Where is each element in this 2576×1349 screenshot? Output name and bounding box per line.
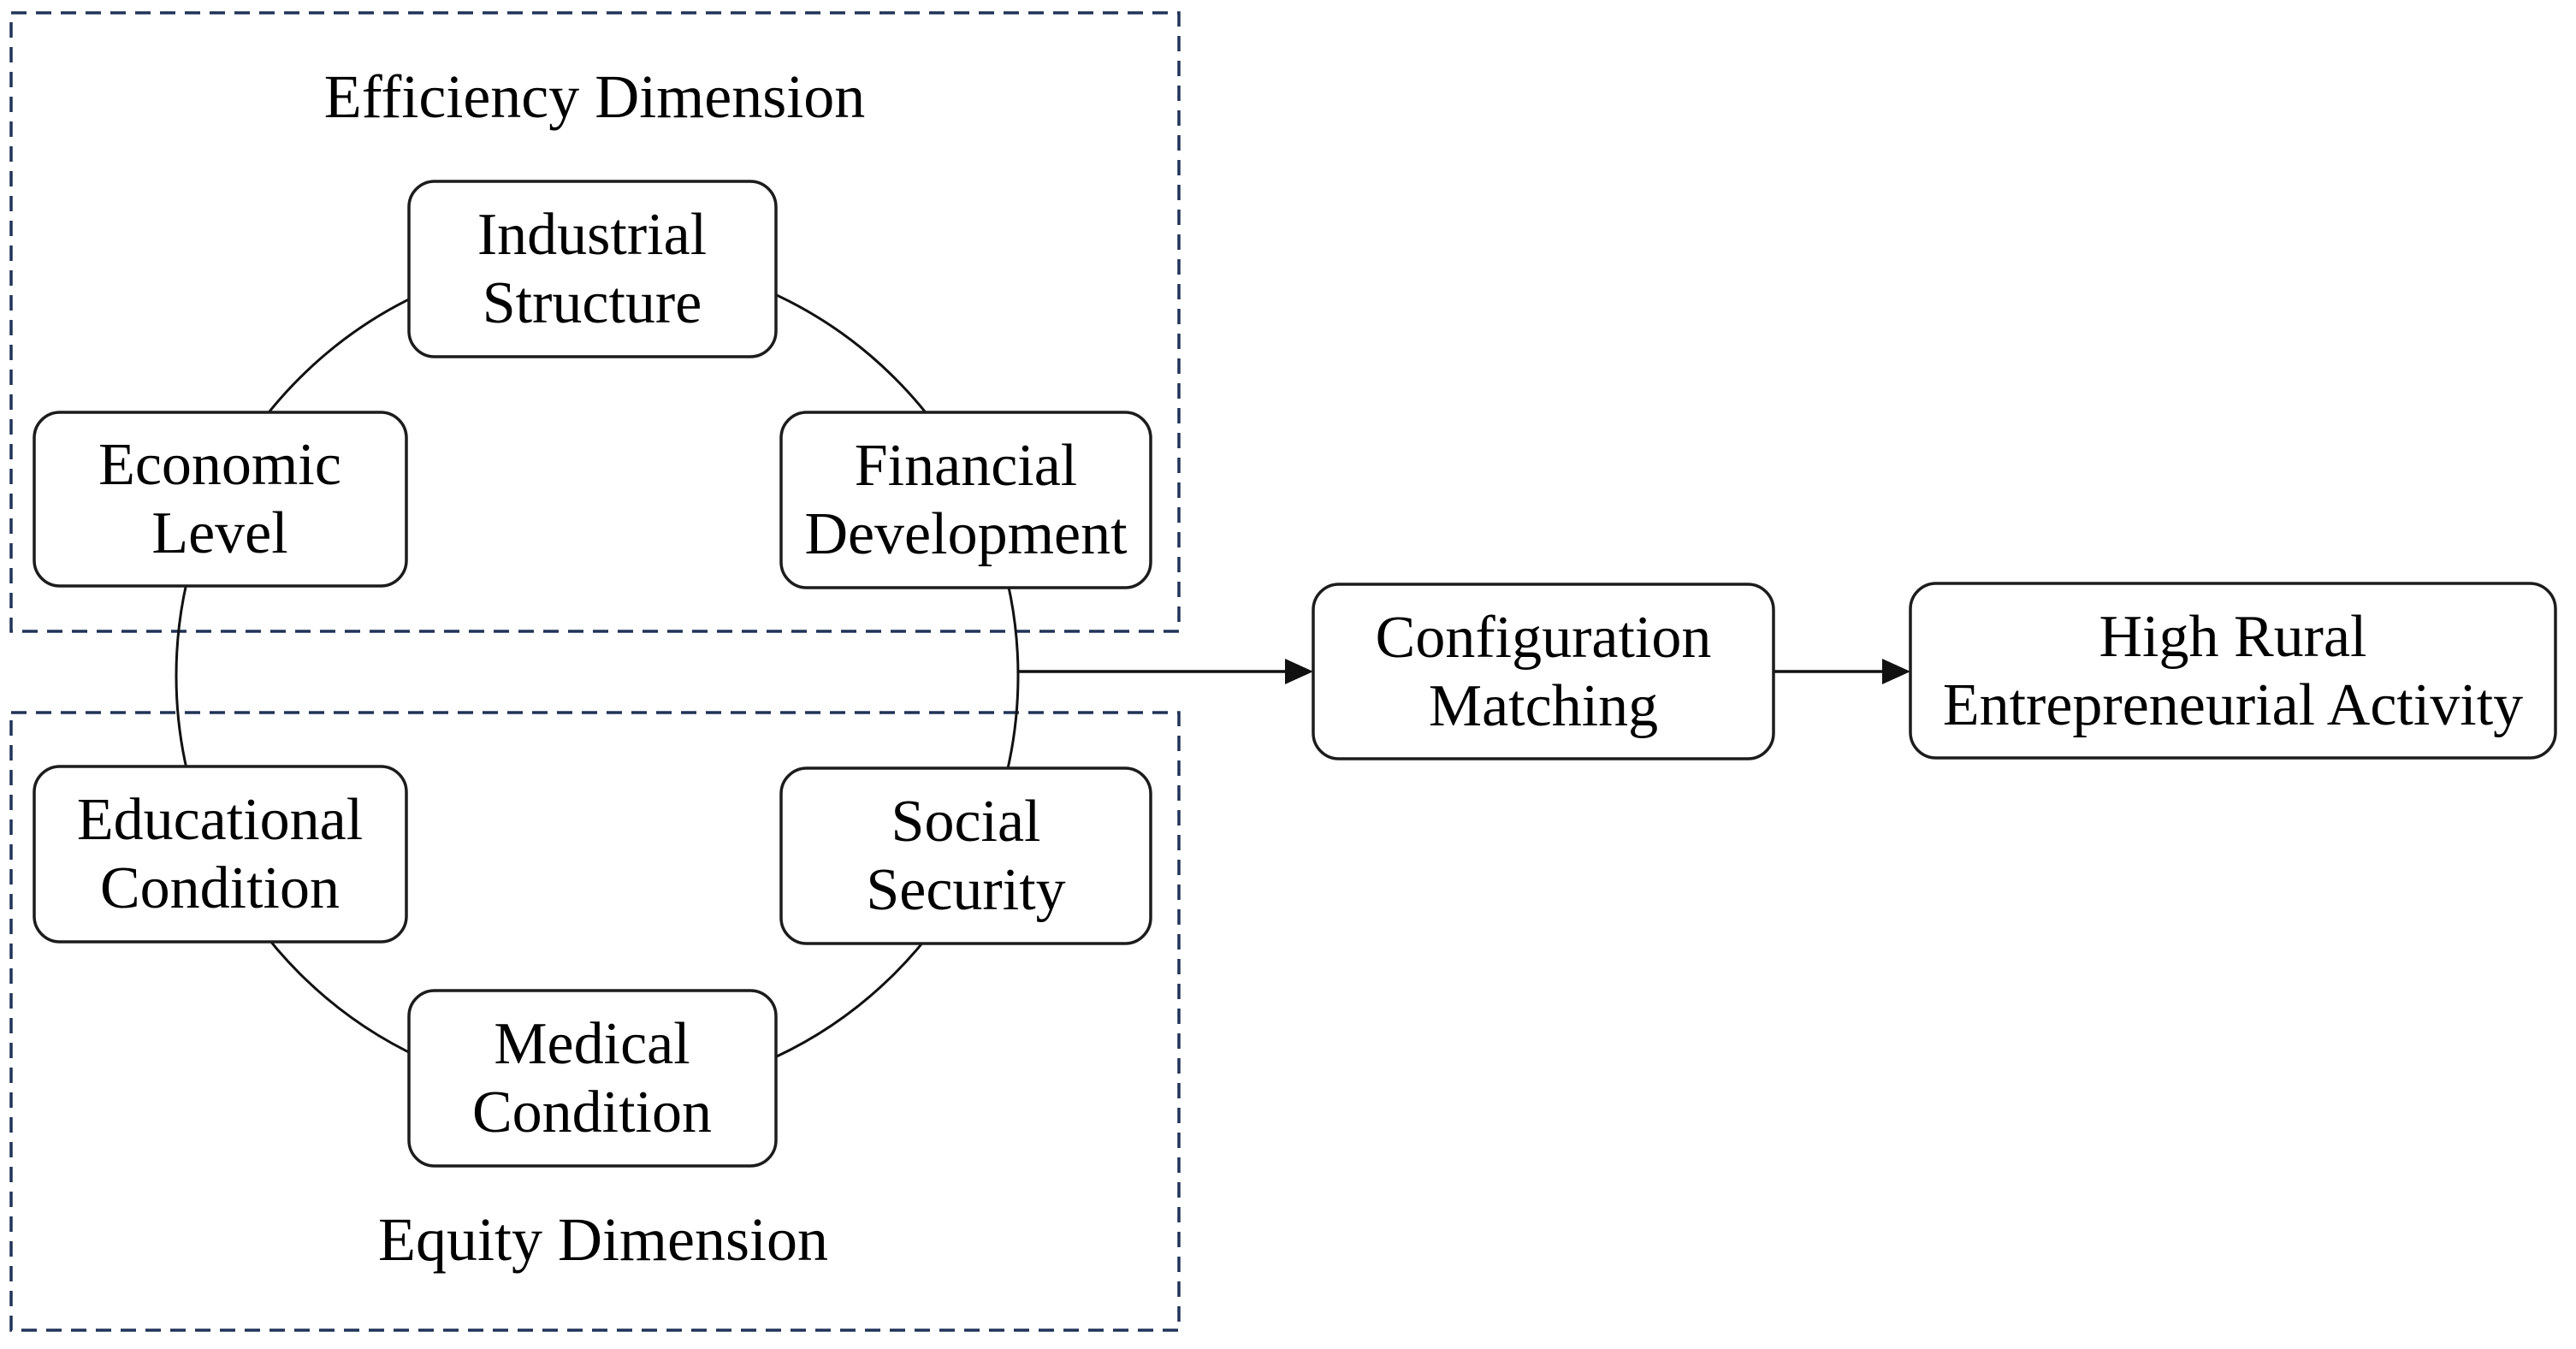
configuration-matching-label-line2: Matching — [1429, 673, 1658, 739]
economic-level-label-line1: Economic — [98, 432, 341, 498]
financial-development-label-line1: Financial — [855, 433, 1077, 499]
financial-development-label-line2: Development — [804, 501, 1128, 567]
social-security-label-line1: Social — [891, 789, 1041, 855]
efficiency-dimension-title: Efficiency Dimension — [324, 62, 866, 131]
factor-ring-connector — [175, 253, 1020, 1098]
economic-level-label-line2: Level — [151, 500, 287, 566]
node-economic-level — [33, 411, 408, 588]
node-high-rural-entrepreneurial-activity — [1909, 582, 2557, 760]
equity-dimension-group — [9, 711, 1181, 1332]
efficiency-dimension-group — [9, 11, 1181, 633]
high-rural-entrepreneurial-activity-label-line2: Entrepreneurial Activity — [1943, 672, 2523, 738]
node-financial-development — [779, 411, 1152, 589]
social-security-label-line2: Security — [866, 857, 1065, 923]
arrowhead-ring-to-configuration — [1285, 659, 1313, 684]
arrowhead-configuration-to-outcome — [1882, 659, 1910, 684]
medical-condition-label-line2: Condition — [472, 1080, 712, 1145]
node-medical-condition — [407, 989, 778, 1168]
educational-condition-label-line1: Educational — [77, 787, 363, 853]
industrial-structure-label-line1: Industrial — [477, 202, 707, 268]
medical-condition-label-line1: Medical — [494, 1011, 690, 1077]
configuration-matching-label-line1: Configuration — [1376, 605, 1712, 671]
node-social-security — [779, 766, 1152, 945]
node-industrial-structure — [407, 180, 778, 358]
high-rural-entrepreneurial-activity-label-line1: High Rural — [2099, 604, 2366, 670]
educational-condition-label-line2: Condition — [100, 855, 340, 921]
node-educational-condition — [33, 765, 408, 944]
node-configuration-matching — [1312, 583, 1775, 760]
equity-dimension-title: Equity Dimension — [378, 1205, 828, 1274]
industrial-structure-label-line2: Structure — [483, 270, 702, 336]
